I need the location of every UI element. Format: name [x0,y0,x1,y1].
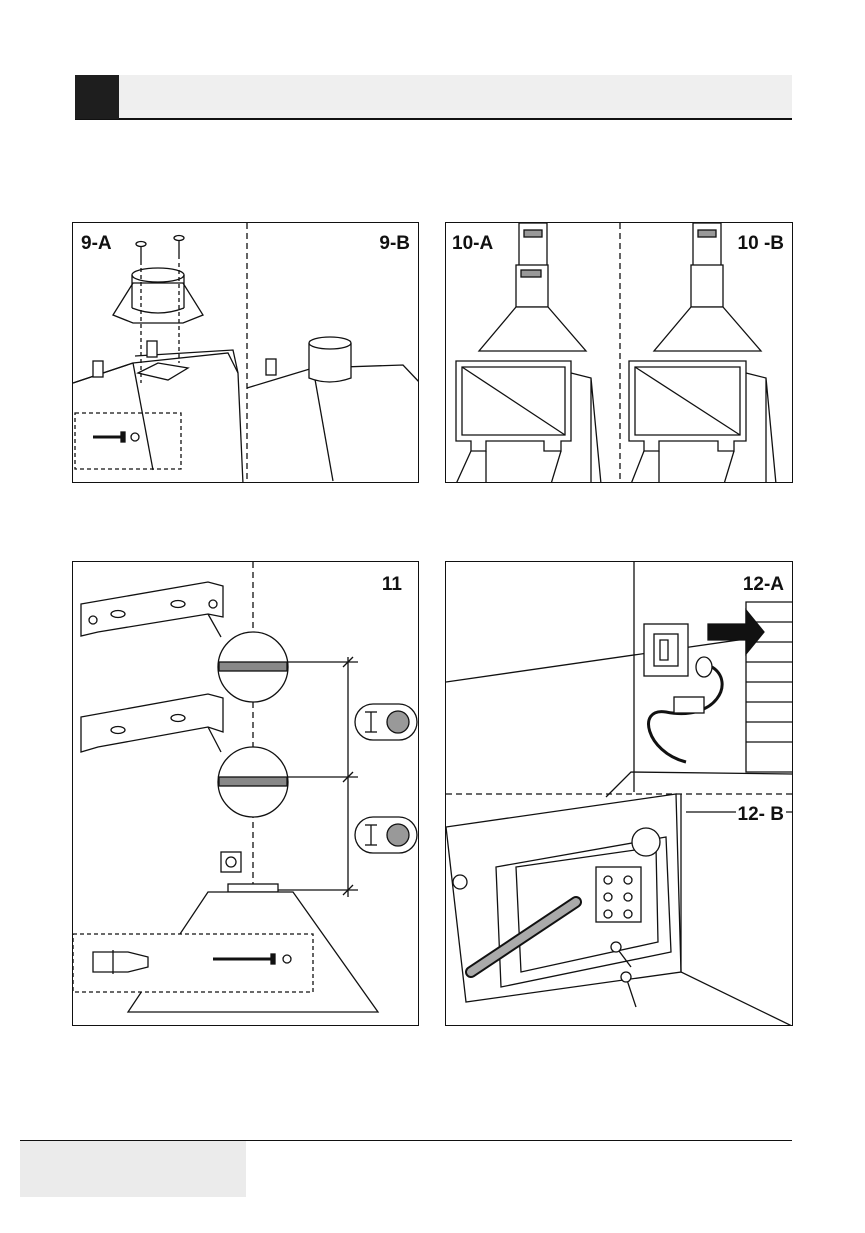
label-10a: 10-A [450,233,495,255]
label-10b: 10 -B [736,233,786,255]
label-9b: 9-B [377,233,412,255]
label-12a: 12-A [741,574,786,596]
earth-terminal [453,875,467,889]
bracket-tab [93,361,103,377]
figure-panel-11: 11 [72,561,419,1026]
socket-icon [644,624,688,676]
bracket-tab [266,359,276,375]
terminal-block [596,867,641,922]
section-header-bar [75,75,792,120]
spirit-level-icon [355,704,417,740]
cutout [138,363,188,380]
hood-edge-left [133,363,153,470]
footer-block [20,1141,246,1197]
terminal-box [496,837,671,987]
bracket-tab [147,341,157,357]
collar-top [132,268,184,282]
screw-icon [174,236,184,260]
figure-panel-10: 10-A 10 -B [445,222,793,483]
figure-12-illustration [446,562,793,1026]
spirit-level-icon [355,817,417,853]
label-12b: 12- B [736,804,786,826]
screw-icon [93,432,139,442]
figure-10-illustration [446,223,793,483]
lower-chimney-10b [691,265,723,307]
section-number-block [75,75,119,119]
figure-panel-9: 9-A 9-B [72,222,419,483]
screw-icon [136,242,146,266]
figure-9-illustration [73,223,419,483]
wall-bracket-top [81,582,223,636]
cable-gland [632,828,660,856]
hood-canopy-10a [479,307,586,351]
figure-11-illustration [73,562,419,1026]
hood-canopy-10b [654,307,761,351]
duct-collar-9a [113,283,203,323]
figure-panel-12: 12-A 12- B [445,561,793,1026]
screw-icon [621,972,636,1007]
label-11: 11 [380,574,404,596]
wall-bracket-bottom [81,694,223,752]
accessory-inset [75,413,181,469]
socket-icon [221,852,241,872]
label-9a: 9-A [79,233,114,255]
